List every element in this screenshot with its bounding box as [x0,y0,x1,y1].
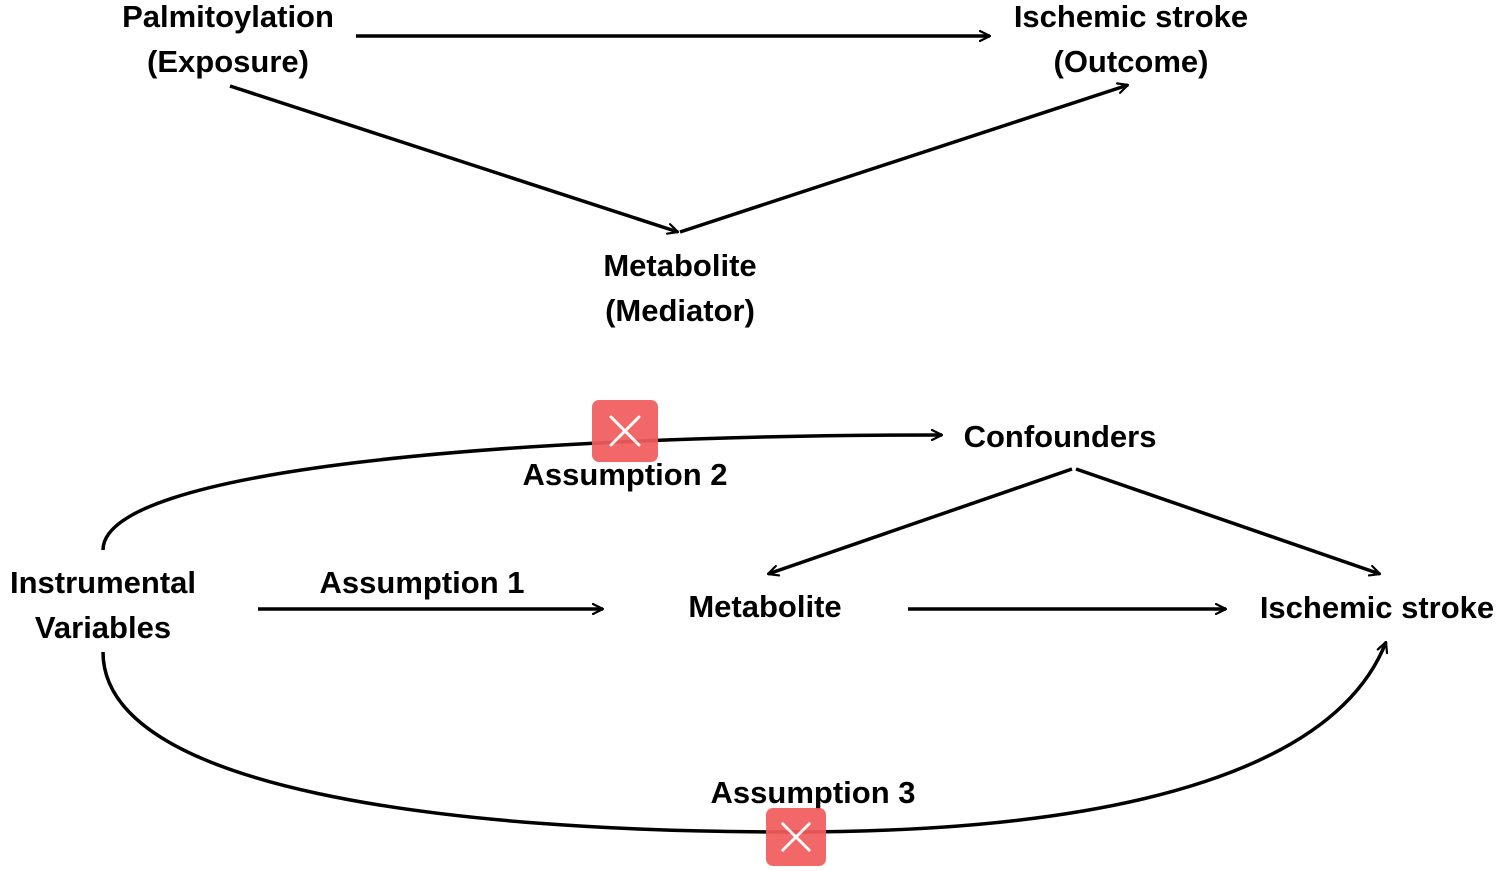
outcome-role: (Outcome) [1053,44,1209,79]
confounders-label: Confounders [963,419,1157,454]
instrumental-line2: Variables [34,610,172,645]
ischemic-stroke-label: Ischemic stroke [1259,590,1495,625]
metabolite-label: Metabolite [688,589,842,624]
cross-icon [781,822,811,852]
exposure-name: Palmitoylation [122,0,334,34]
assumption-3-violation-icon [766,808,826,866]
arrow-exposure-to-mediator [229,84,678,232]
assumption-2-violation-icon [592,400,658,462]
mediator-label: Metabolite (Mediator) [560,243,800,333]
assumption-2-label: Assumption 2 [522,457,728,492]
instrumental-line1: Instrumental [9,565,197,600]
assumption-3-label: Assumption 3 [710,775,916,810]
mediator-role: (Mediator) [605,293,755,328]
arrow-mediator-to-outcome [679,85,1128,234]
exposure-label: Palmitoylation (Exposure) [98,0,358,84]
assumption-1-label: Assumption 1 [319,565,525,600]
exposure-role: (Exposure) [147,44,309,79]
outcome-label: Ischemic stroke (Outcome) [996,0,1266,84]
arrow-confounders-to-metabolite [768,467,1073,574]
outcome-name: Ischemic stroke [1013,0,1249,34]
cross-icon [609,415,641,447]
mediator-name: Metabolite [603,248,757,283]
arrow-iv-to-confounders [101,435,942,551]
instrumental-variables-label: Instrumental Variables [0,560,206,650]
arrow-confounders-to-stroke [1075,467,1380,574]
